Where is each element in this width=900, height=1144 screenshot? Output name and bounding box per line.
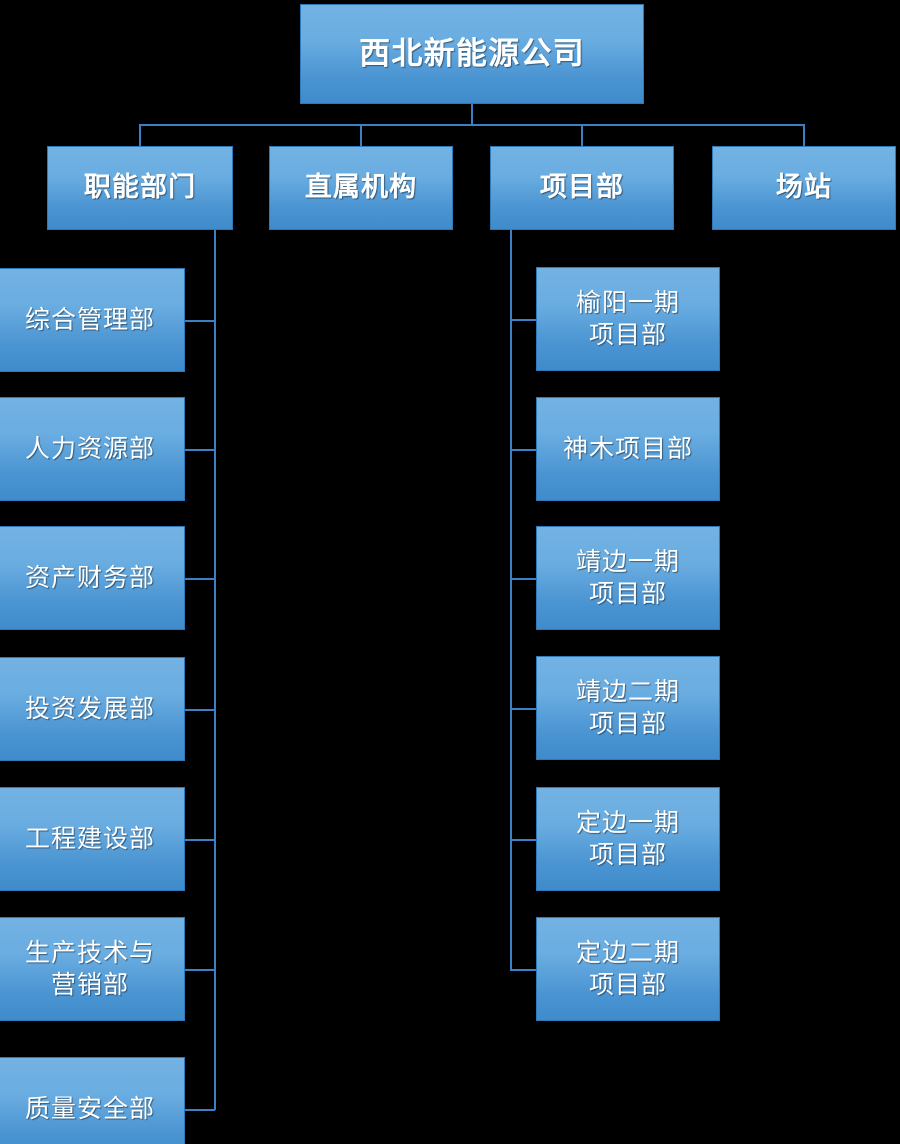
connector-functional-stub-4	[185, 709, 215, 711]
connector-root-bus	[139, 124, 805, 126]
node-project-child-4[interactable]: 靖边二期项目部	[536, 656, 720, 760]
node-root[interactable]: 西北新能源公司	[300, 4, 644, 104]
node-functional-child-2[interactable]: 人力资源部	[0, 397, 185, 501]
node-functional-child-3[interactable]: 资产财务部	[0, 526, 185, 630]
node-functional-child-1[interactable]: 综合管理部	[0, 268, 185, 372]
connector-drop-project	[581, 124, 583, 147]
connector-functional-stub-7	[185, 1109, 215, 1111]
connector-project-stub-1	[510, 319, 538, 321]
node-functional-child-6[interactable]: 生产技术与营销部	[0, 917, 185, 1021]
connector-project-stub-5	[510, 839, 538, 841]
connector-functional-stub-6	[185, 969, 215, 971]
node-functional-child-4[interactable]: 投资发展部	[0, 657, 185, 761]
connector-project-stub-2	[510, 449, 538, 451]
connector-root-stem	[471, 104, 473, 126]
node-project-child-5[interactable]: 定边一期项目部	[536, 787, 720, 891]
node-project-child-1[interactable]: 榆阳一期项目部	[536, 267, 720, 371]
connector-drop-station	[803, 124, 805, 147]
node-station[interactable]: 场站	[712, 146, 896, 230]
node-direct[interactable]: 直属机构	[269, 146, 453, 230]
connector-functional-stub-1	[185, 320, 215, 322]
connector-functional-stub-2	[185, 449, 215, 451]
node-project-child-3[interactable]: 靖边一期项目部	[536, 526, 720, 630]
connector-project-spine	[510, 230, 512, 970]
node-project-child-6[interactable]: 定边二期项目部	[536, 917, 720, 1021]
connector-drop-functional	[139, 124, 141, 147]
connector-functional-stub-5	[185, 839, 215, 841]
connector-functional-stub-3	[185, 578, 215, 580]
connector-functional-spine	[214, 230, 216, 1110]
node-functional-child-5[interactable]: 工程建设部	[0, 787, 185, 891]
node-functional-child-7[interactable]: 质量安全部	[0, 1057, 185, 1144]
node-functional[interactable]: 职能部门	[47, 146, 233, 230]
node-project[interactable]: 项目部	[490, 146, 674, 230]
node-project-child-2[interactable]: 神木项目部	[536, 397, 720, 501]
connector-project-stub-4	[510, 708, 538, 710]
connector-project-stub-3	[510, 578, 538, 580]
connector-drop-direct	[360, 124, 362, 147]
connector-project-stub-6	[510, 969, 538, 971]
